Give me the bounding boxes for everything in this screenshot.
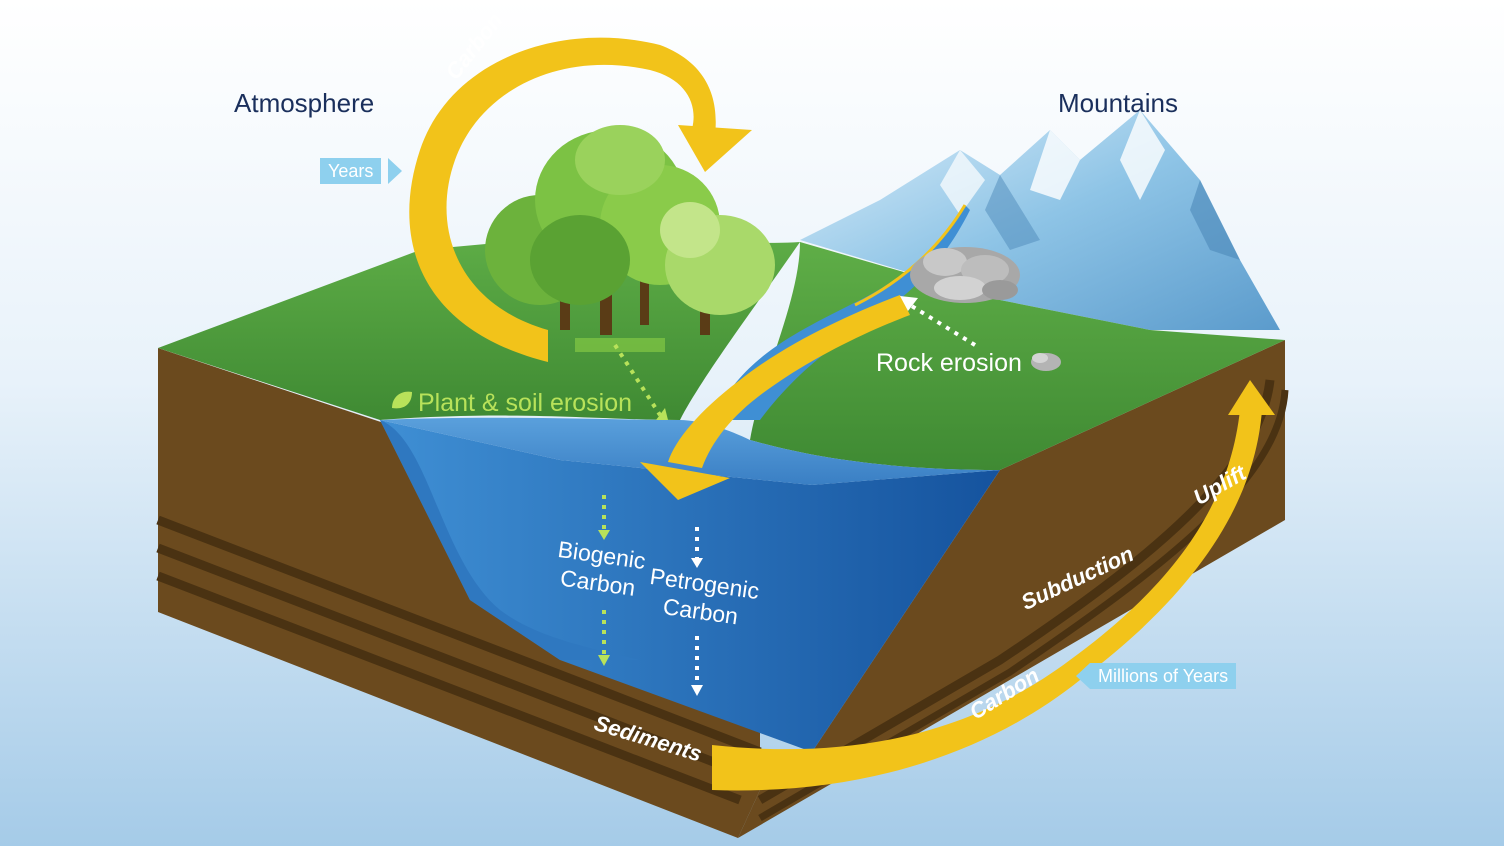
carbon-arrow-years (409, 37, 752, 362)
rock-erosion-label: Rock erosion (876, 349, 1022, 377)
plant-soil-erosion-label: Plant & soil erosion (418, 389, 633, 417)
dotted-arrow-plant (613, 343, 668, 420)
rock-icon (1031, 353, 1061, 371)
ocean-front (380, 420, 1000, 752)
mountains-label: Mountains (1058, 88, 1178, 118)
dotted-arrow-rock (900, 296, 977, 347)
dotted-arrow-petrogenic (691, 527, 703, 696)
ocean-slope (380, 420, 640, 660)
atmosphere-label: Atmosphere (234, 88, 375, 118)
carbon-arrow-millions (712, 380, 1275, 791)
years-tag-pointer (388, 158, 402, 184)
carbon-arrow-river (640, 295, 910, 500)
trees-illustration (485, 125, 775, 352)
biogenic-carbon-label: Biogenic Carbon (552, 535, 647, 603)
soil-front-left (158, 348, 760, 838)
sediment-strata-left (156, 515, 762, 805)
rocks-illustration (910, 247, 1020, 303)
millions-of-years-tag: Millions of Years (1090, 663, 1237, 689)
millions-tag-pointer (1076, 663, 1090, 689)
leaf-icon (392, 391, 412, 409)
years-tag: Years (320, 158, 382, 184)
dotted-arrow-biogenic (598, 495, 610, 666)
soil-front-right (738, 340, 1285, 838)
